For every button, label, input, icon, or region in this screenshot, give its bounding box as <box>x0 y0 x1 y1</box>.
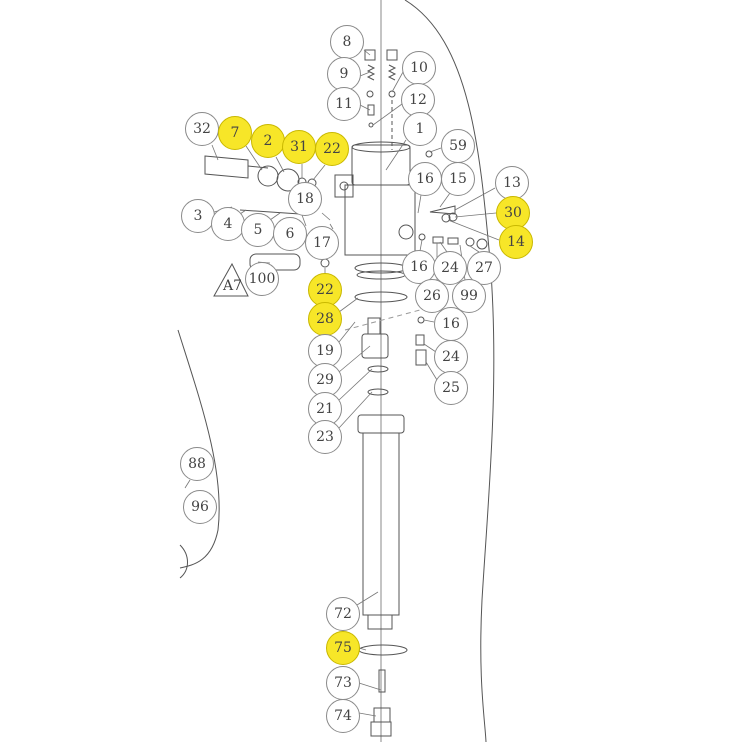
part-number: 10 <box>410 60 428 76</box>
part-callout-19[interactable]: 19 <box>308 334 342 368</box>
part-callout-23[interactable]: 23 <box>308 420 342 454</box>
part-number: 12 <box>409 92 427 108</box>
part-number: 22 <box>316 282 334 298</box>
part-number: 99 <box>460 288 478 304</box>
part-number: 72 <box>334 606 352 622</box>
part-callout-11[interactable]: 11 <box>327 87 361 121</box>
part-callout-18[interactable]: 18 <box>288 182 322 216</box>
part-callout-24[interactable]: 24 <box>434 340 468 374</box>
part-number: 75 <box>334 640 352 656</box>
part-number: 28 <box>316 311 334 327</box>
part-number: 14 <box>507 234 525 250</box>
part-number: 2 <box>263 133 273 149</box>
part-callout-75-highlighted[interactable]: 75 <box>326 631 360 665</box>
part-callout-59[interactable]: 59 <box>441 129 475 163</box>
part-number: 8 <box>342 34 352 50</box>
part-callout-9[interactable]: 9 <box>327 57 361 91</box>
part-callout-13[interactable]: 13 <box>495 166 529 200</box>
part-callout-4[interactable]: 4 <box>211 207 245 241</box>
part-callout-14-highlighted[interactable]: 14 <box>499 225 533 259</box>
part-number: 100 <box>248 271 276 287</box>
part-callout-22-highlighted[interactable]: 22 <box>315 132 349 166</box>
part-number: 17 <box>313 235 331 251</box>
part-callout-16[interactable]: 16 <box>434 307 468 341</box>
part-number: 16 <box>416 171 434 187</box>
part-callout-2-highlighted[interactable]: 2 <box>251 124 285 158</box>
part-number: 16 <box>410 259 428 275</box>
part-number: 5 <box>253 222 263 238</box>
part-number: 21 <box>316 401 334 417</box>
part-number: 59 <box>449 138 467 154</box>
part-number: 27 <box>475 260 493 276</box>
part-number: 32 <box>193 121 211 137</box>
part-callout-74[interactable]: 74 <box>326 699 360 733</box>
part-number: 7 <box>230 125 240 141</box>
part-callout-31-highlighted[interactable]: 31 <box>282 130 316 164</box>
part-number: 4 <box>223 216 233 232</box>
part-callout-10[interactable]: 10 <box>402 51 436 85</box>
part-number: 13 <box>503 175 521 191</box>
part-number: 11 <box>335 96 353 112</box>
part-callout-72[interactable]: 72 <box>326 597 360 631</box>
part-number: 96 <box>191 499 209 515</box>
part-number: 1 <box>415 121 425 137</box>
part-number: 31 <box>290 139 308 155</box>
outline-curve-right <box>404 0 495 742</box>
part-callout-8[interactable]: 8 <box>330 25 364 59</box>
part-callout-96[interactable]: 96 <box>183 490 217 524</box>
part-callout-15[interactable]: 15 <box>441 162 475 196</box>
part-callout-16[interactable]: 16 <box>408 162 442 196</box>
outline-curve-left <box>177 329 220 569</box>
revision-marker-triangle <box>213 262 249 297</box>
part-number: 74 <box>334 708 352 724</box>
part-callout-3[interactable]: 3 <box>181 199 215 233</box>
part-callout-99[interactable]: 99 <box>452 279 486 313</box>
part-number: 9 <box>339 66 349 82</box>
part-number: 3 <box>193 208 203 224</box>
part-callout-6[interactable]: 6 <box>273 217 307 251</box>
part-number: 26 <box>423 288 441 304</box>
part-callout-29[interactable]: 29 <box>308 363 342 397</box>
part-callout-5[interactable]: 5 <box>241 213 275 247</box>
part-callout-100[interactable]: 100 <box>245 262 279 296</box>
part-callout-28-highlighted[interactable]: 28 <box>308 302 342 336</box>
revision-marker-label: A7 <box>223 278 243 294</box>
part-number: 6 <box>285 226 295 242</box>
part-callout-24[interactable]: 24 <box>433 251 467 285</box>
part-callout-7-highlighted[interactable]: 7 <box>218 116 252 150</box>
part-number: 15 <box>449 171 467 187</box>
part-callout-73[interactable]: 73 <box>326 666 360 700</box>
part-callout-30-highlighted[interactable]: 30 <box>496 196 530 230</box>
part-callout-1[interactable]: 1 <box>403 112 437 146</box>
part-callout-25[interactable]: 25 <box>434 371 468 405</box>
part-callout-88[interactable]: 88 <box>180 447 214 481</box>
part-callout-17[interactable]: 17 <box>305 226 339 260</box>
part-number: 23 <box>316 429 334 445</box>
part-callout-32[interactable]: 32 <box>185 112 219 146</box>
part-callout-26[interactable]: 26 <box>415 279 449 313</box>
part-number: 18 <box>296 191 314 207</box>
part-callout-22-highlighted[interactable]: 22 <box>308 273 342 307</box>
part-number: 16 <box>442 316 460 332</box>
part-number: 30 <box>504 205 522 221</box>
part-number: 19 <box>316 343 334 359</box>
part-callout-16[interactable]: 16 <box>402 250 436 284</box>
part-number: 88 <box>188 456 206 472</box>
part-number: 29 <box>316 372 334 388</box>
part-number: 24 <box>441 260 459 276</box>
part-number: 22 <box>323 141 341 157</box>
part-number: 24 <box>442 349 460 365</box>
part-number: 25 <box>442 380 460 396</box>
part-number: 73 <box>334 675 352 691</box>
